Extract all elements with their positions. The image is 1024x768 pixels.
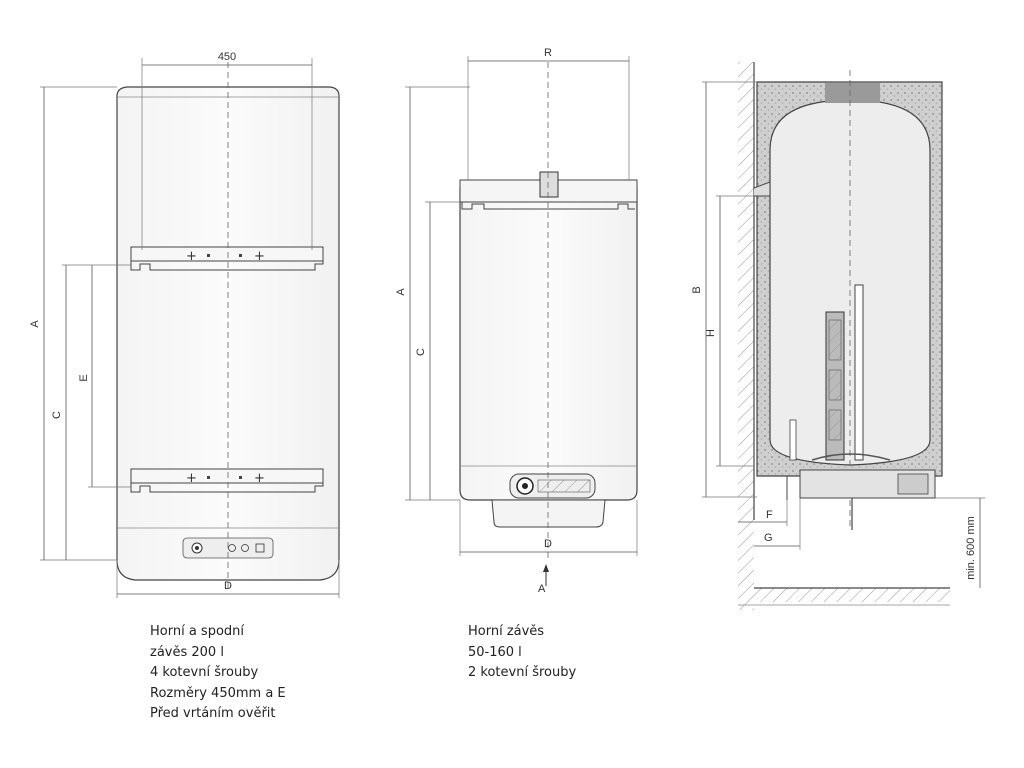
- dim-f: F: [738, 500, 788, 526]
- caption-left: Horní a spodní závěs 200 l 4 kotevní šro…: [150, 622, 286, 725]
- dim-label-c: C: [51, 411, 63, 419]
- front-view-one-hanger: R A C D A: [395, 47, 638, 595]
- svg-text:+: +: [254, 471, 265, 486]
- section-side-view: B H F G min. 600 mm: [691, 62, 985, 610]
- floor-hatch: [754, 588, 950, 602]
- caption-left-line-5: Před vrtáním ověřit: [150, 706, 276, 721]
- dim-label-b: B: [691, 286, 703, 293]
- svg-text:+: +: [186, 249, 197, 264]
- upper-hanger: + +: [130, 246, 324, 271]
- dim-label-d-mid: D: [544, 538, 552, 550]
- lower-hanger: + +: [130, 468, 324, 493]
- section-arrow: A: [538, 564, 549, 595]
- caption-left-line-3: 4 kotevní šrouby: [150, 665, 259, 680]
- caption-middle-line-3: 2 kotevní šrouby: [468, 665, 577, 680]
- dim-label-h: H: [705, 329, 717, 337]
- dim-r: R: [467, 47, 630, 180]
- dim-g: G: [754, 498, 801, 550]
- dim-label-e: E: [78, 374, 90, 381]
- dim-label-g: G: [764, 532, 773, 544]
- dim-label-a: A: [29, 320, 41, 328]
- heating-element: [789, 284, 864, 461]
- dim-label-c-mid: C: [415, 348, 427, 356]
- dim-min-600: min. 600 mm: [935, 497, 985, 588]
- caption-middle-line-2: 50-160 l: [468, 644, 522, 660]
- dim-label-r: R: [544, 47, 552, 59]
- dim-e: E: [78, 265, 131, 488]
- dim-label-f: F: [766, 509, 773, 521]
- caption-left-line-1: Horní a spodní: [150, 624, 245, 639]
- wall-bracket: [753, 181, 771, 197]
- dim-a-mid: A: [395, 86, 470, 501]
- control-knob: [509, 473, 596, 499]
- wall-hatch: [738, 62, 754, 610]
- dim-450: 450: [141, 51, 313, 250]
- caption-left-line-4: Rozměry 450mm a E: [150, 685, 286, 701]
- dim-d-left: D: [116, 560, 340, 598]
- section-arrow-label: A: [538, 583, 546, 595]
- bottom-cap: [491, 499, 606, 528]
- dim-c-mid: C: [415, 201, 460, 500]
- dim-label-d-left: D: [224, 580, 232, 592]
- caption-middle-line-1: Horní závěs: [468, 624, 545, 639]
- dim-h: H: [705, 195, 754, 467]
- caption-left-line-2: závěs 200 l: [150, 644, 224, 660]
- svg-text:+: +: [254, 249, 265, 264]
- dim-c: C: [51, 264, 131, 560]
- dim-d-mid: D: [459, 500, 638, 556]
- front-view-two-hangers: + + + + 450 A: [29, 51, 340, 598]
- bottom-assembly: [786, 453, 936, 530]
- svg-text:+: +: [186, 471, 197, 486]
- caption-middle: Horní závěs 50-160 l 2 kotevní šrouby: [468, 622, 576, 684]
- dim-label-450: 450: [218, 51, 236, 63]
- dim-b: B: [691, 81, 757, 498]
- dim-a: A: [29, 86, 117, 561]
- heater-body-outline-mid: [459, 187, 638, 501]
- dim-label-min-600: min. 600 mm: [965, 516, 977, 580]
- dim-label-a-mid: A: [395, 288, 407, 296]
